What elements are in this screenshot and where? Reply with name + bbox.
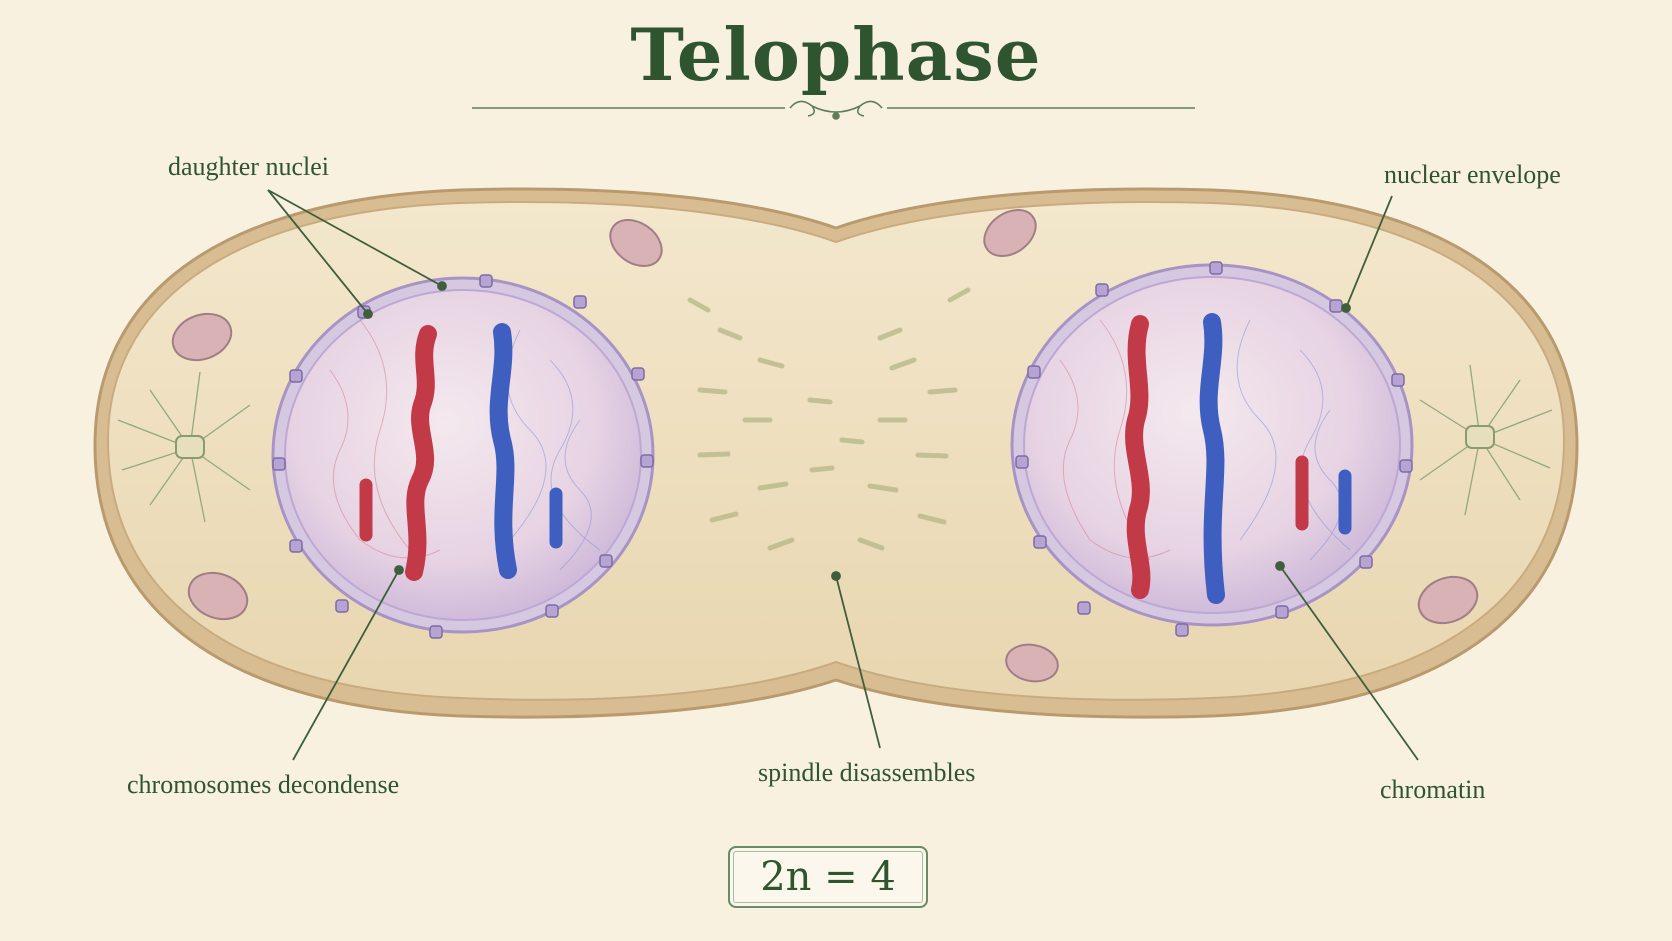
label-chromatin: chromatin xyxy=(1380,775,1486,804)
label-chromosomes-decondense: chromosomes decondense xyxy=(127,770,400,799)
label-spindle-disassembles: spindle disassembles xyxy=(758,758,976,787)
label-nuclear-envelope: nuclear envelope xyxy=(1384,160,1561,189)
centrosome-icon xyxy=(117,371,251,523)
ornament-divider xyxy=(472,100,1195,120)
nuclear-pores xyxy=(1015,261,1413,637)
spindle-fragments xyxy=(687,287,971,551)
daughter-nucleus-left xyxy=(271,274,655,639)
centrosome-icon xyxy=(1419,364,1553,516)
chromosome-number-badge: 2n = 4 xyxy=(728,846,928,908)
page-title: Telophase xyxy=(630,12,1042,97)
mitochondrion-icon xyxy=(171,209,1479,683)
leader-lines xyxy=(267,189,1419,761)
label-daughter-nuclei: daughter nuclei xyxy=(168,152,329,181)
nuclear-pores xyxy=(272,274,654,639)
daughter-nucleus-right xyxy=(1010,261,1414,637)
